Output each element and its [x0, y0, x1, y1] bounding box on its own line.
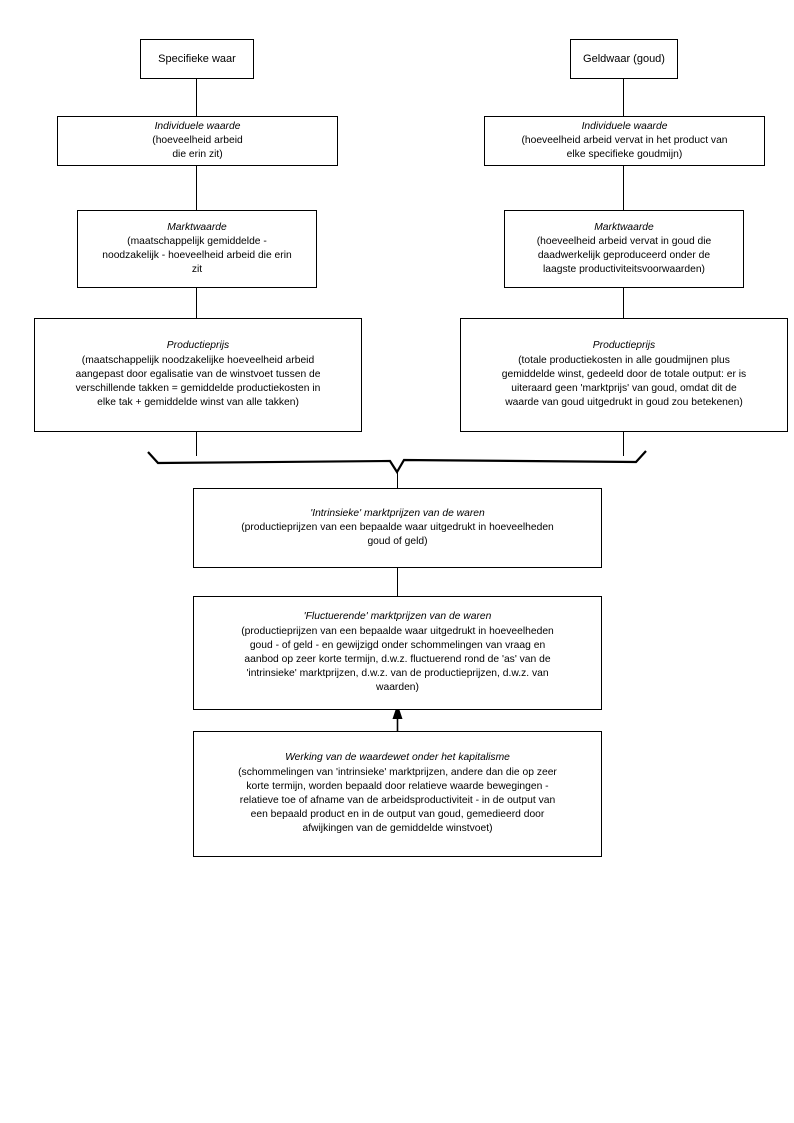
- node-werking-waardewet[interactable]: Werking van de waardewet onder het kapit…: [193, 731, 602, 857]
- connector-individuele-to-marktwaarde-right: [623, 165, 624, 211]
- connector-geldwaar-to-individuele-right: [623, 78, 624, 117]
- node-productieprijs-links-heading: Productieprijs: [166, 340, 230, 352]
- brace-merge-icon: [147, 450, 647, 475]
- node-individuele-waarde-rechts-heading: Individuele waarde: [581, 120, 668, 132]
- node-intrinsieke-marktprijzen[interactable]: 'Intrinsieke' marktprijzen van de waren …: [193, 488, 602, 568]
- node-individuele-waarde-rechts-text: (hoeveelheid arbeid vervat in het produc…: [521, 134, 728, 161]
- connector-productieprijs-right-to-brace: [623, 432, 624, 456]
- node-individuele-waarde-links-heading: Individuele waarde: [154, 120, 241, 132]
- node-fluctuerende-marktprijzen[interactable]: 'Fluctuerende' marktprijzen van de waren…: [193, 596, 602, 710]
- node-productieprijs-rechts-heading: Productieprijs: [592, 340, 656, 352]
- node-geldwaar[interactable]: Geldwaar (goud): [570, 39, 678, 79]
- connector-marktwaarde-to-productieprijs-right: [623, 287, 624, 319]
- node-specifieke-waar[interactable]: Specifieke waar: [140, 39, 254, 79]
- node-marktwaarde-links-text: (maatschappelijk gemiddelde -noodzakelij…: [102, 235, 292, 276]
- node-geldwaar-text: Geldwaar (goud): [583, 52, 665, 65]
- node-marktwaarde-links[interactable]: Marktwaarde (maatschappelijk gemiddelde …: [77, 210, 317, 288]
- connector-productieprijs-left-to-brace: [196, 432, 197, 456]
- node-productieprijs-links[interactable]: Productieprijs (maatschappelijk noodzake…: [34, 318, 362, 432]
- node-marktwaarde-links-heading: Marktwaarde: [167, 221, 227, 233]
- node-individuele-waarde-rechts[interactable]: Individuele waarde (hoeveelheid arbeid v…: [484, 116, 765, 166]
- node-productieprijs-rechts-text: (totale productiekosten in alle goudmijn…: [501, 354, 747, 409]
- connector-specifieke-to-individuele-left: [196, 78, 197, 117]
- node-werking-waardewet-heading: Werking van de waardewet onder het kapit…: [285, 752, 510, 764]
- node-intrinsieke-marktprijzen-text: (productieprijzen van een bepaalde waar …: [241, 521, 554, 548]
- connector-marktwaarde-to-productieprijs-left: [196, 287, 197, 319]
- node-marktwaarde-rechts[interactable]: Marktwaarde (hoeveelheid arbeid vervat i…: [504, 210, 744, 288]
- node-productieprijs-links-text: (maatschappelijk noodzakelijke hoeveelhe…: [75, 354, 321, 409]
- node-werking-waardewet-text: (schommelingen van 'intrinsieke' marktpr…: [238, 766, 557, 835]
- node-intrinsieke-marktprijzen-heading: 'Intrinsieke' marktprijzen van de waren: [310, 507, 485, 519]
- connector-intrinsieke-to-fluctuerende: [397, 567, 398, 597]
- node-fluctuerende-marktprijzen-text: (productieprijzen van een bepaalde waar …: [241, 625, 554, 694]
- node-marktwaarde-rechts-heading: Marktwaarde: [594, 221, 654, 233]
- connector-brace-to-intrinsieke: [397, 472, 398, 489]
- connector-individuele-to-marktwaarde-left: [196, 165, 197, 211]
- node-fluctuerende-marktprijzen-heading: 'Fluctuerende' marktprijzen van de waren: [303, 611, 492, 623]
- node-specifieke-waar-text: Specifieke waar: [158, 52, 236, 65]
- node-productieprijs-rechts[interactable]: Productieprijs (totale productiekosten i…: [460, 318, 788, 432]
